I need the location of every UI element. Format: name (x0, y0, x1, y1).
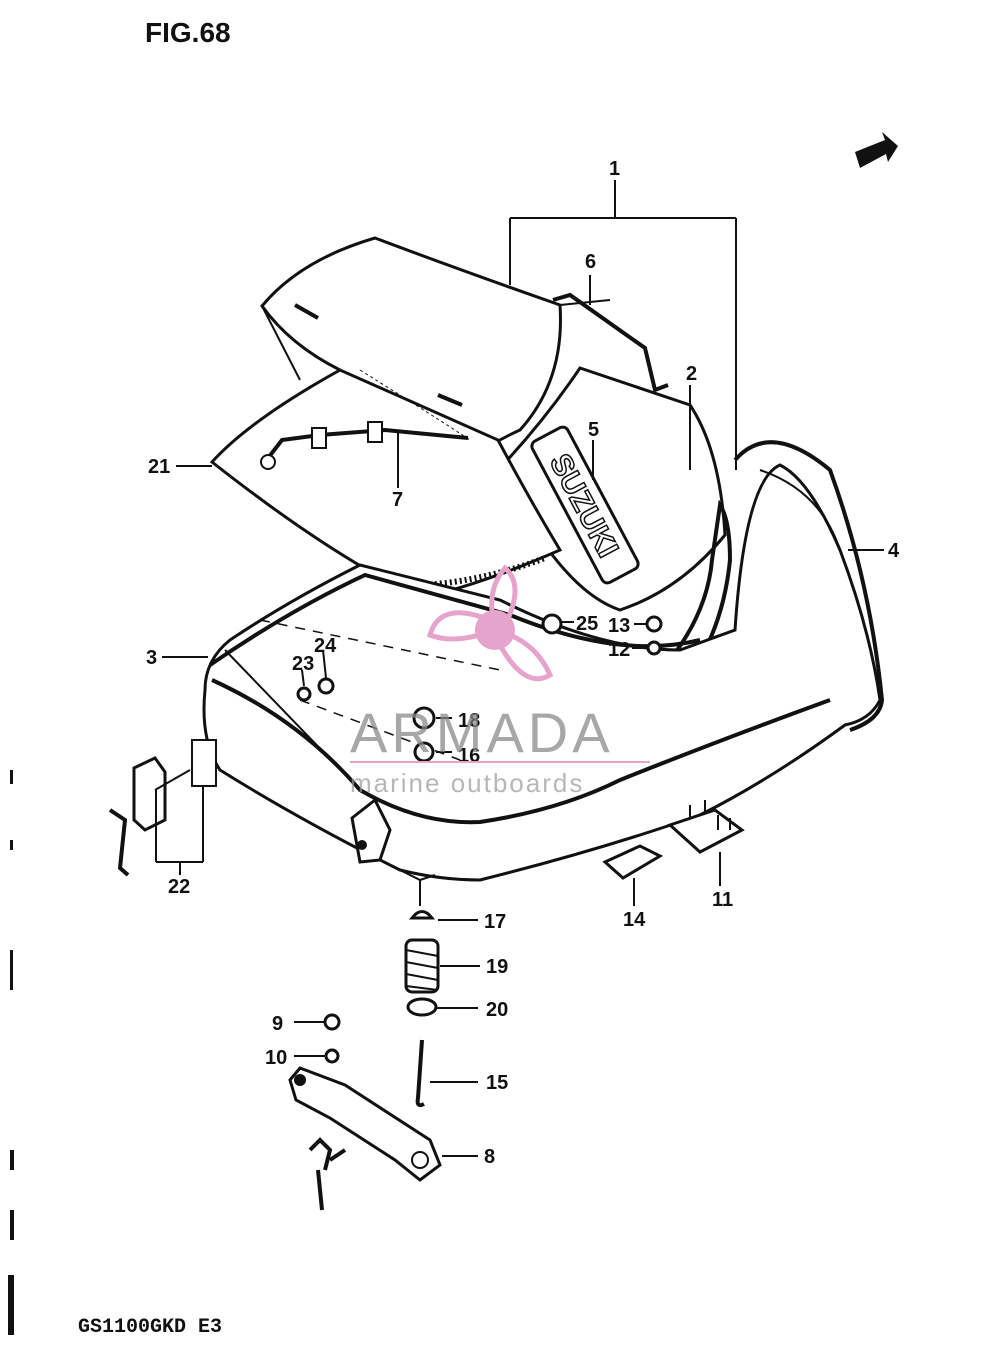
rubber-pad (602, 844, 664, 880)
washer-20 (406, 997, 438, 1017)
nut (645, 615, 663, 633)
callout-19: 19 (486, 956, 508, 978)
callout-22: 22 (168, 876, 190, 898)
washer-small (646, 640, 662, 656)
callout-8: 8 (484, 1146, 495, 1168)
callout-13: 13 (608, 615, 630, 637)
figure-title: FIG.68 (145, 17, 231, 48)
pin-15 (415, 1039, 425, 1108)
damper-spring (404, 938, 440, 994)
cushion (412, 706, 436, 730)
callout-9: 9 (272, 1013, 283, 1035)
bolt-head (541, 613, 563, 635)
callout-24: 24 (314, 635, 337, 657)
grommet (296, 686, 312, 702)
lid-stay (552, 292, 669, 393)
callout-18: 18 (458, 710, 480, 732)
callout-17: 17 (484, 911, 506, 933)
washer (317, 677, 335, 695)
watermark-tagline: marine outboards (350, 768, 584, 798)
callout-25: 25 (576, 613, 598, 635)
callout-10: 10 (265, 1047, 287, 1069)
callout-2: 2 (686, 363, 697, 385)
callout-1: 1 (609, 158, 620, 180)
callout-15: 15 (486, 1072, 508, 1094)
front-direction-arrow-icon (855, 132, 898, 168)
armada-watermark: ARMADA marine outboards (350, 564, 650, 798)
side-lock-with-keys (108, 739, 217, 877)
inner-lid-panel (209, 368, 563, 600)
callout-3: 3 (146, 647, 157, 669)
trunk-latch (350, 797, 392, 864)
propeller-logo-icon (426, 564, 554, 682)
callout-6: 6 (585, 251, 596, 273)
leader-lines (155, 180, 884, 1157)
callout-12: 12 (608, 639, 630, 661)
mounting-bracket (667, 800, 745, 854)
lock-base-plate (288, 1066, 442, 1211)
callout-23: 23 (292, 653, 314, 675)
callout-labels: 1 2 3 4 5 6 7 8 9 10 11 12 13 14 15 16 1… (146, 158, 900, 1168)
scan-edge-marks (8, 770, 14, 1335)
callout-7: 7 (392, 489, 403, 511)
model-code: GS1100GKD E3 (78, 1316, 222, 1339)
callout-21: 21 (148, 456, 170, 478)
callout-11: 11 (712, 889, 733, 911)
callout-4: 4 (888, 540, 900, 562)
nut-10 (324, 1048, 340, 1064)
callout-14: 14 (623, 909, 646, 931)
screw-9 (323, 1013, 341, 1031)
callout-5: 5 (588, 419, 599, 441)
grommet-17 (408, 910, 436, 920)
watermark-brand: ARMADA (350, 701, 614, 764)
callout-20: 20 (486, 999, 508, 1021)
